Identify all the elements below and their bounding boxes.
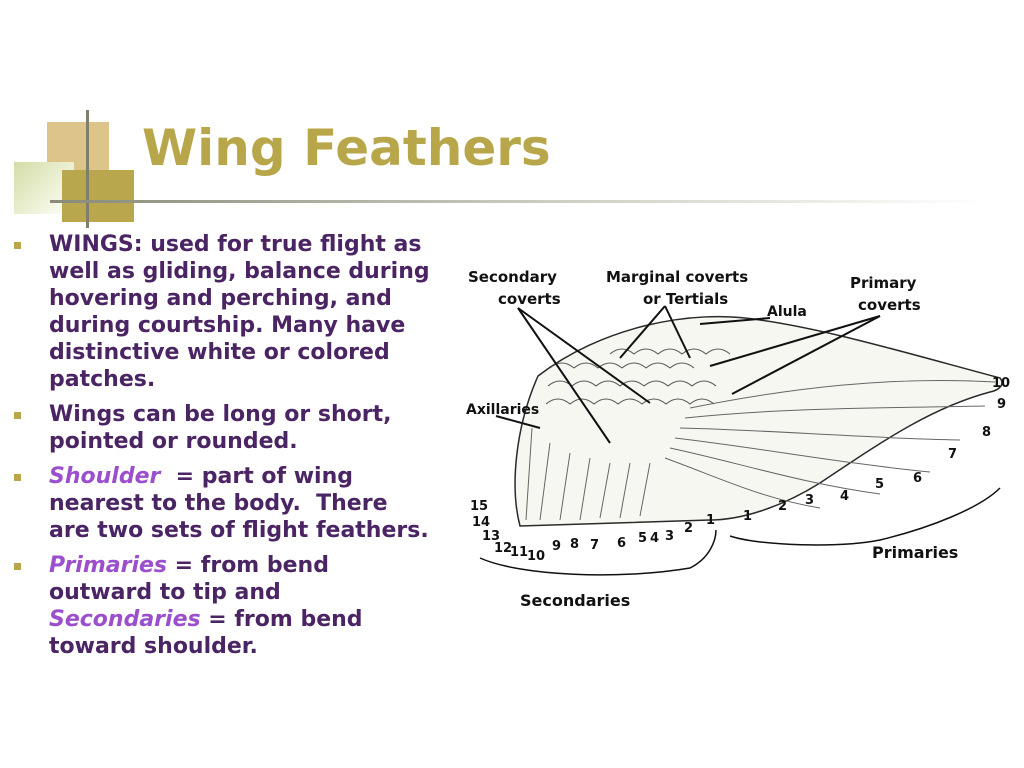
primary-number: 3 xyxy=(805,493,814,508)
secondary-number: 13 xyxy=(482,529,500,544)
primary-number: 1 xyxy=(743,509,752,524)
secondary-number: 7 xyxy=(590,538,599,553)
label-secondaries: Secondaries xyxy=(520,591,630,610)
secondary-number: 1 xyxy=(706,513,715,528)
primary-number: 7 xyxy=(948,447,957,462)
term-shoulder: Shoulder xyxy=(49,464,161,489)
bullet-marker xyxy=(14,474,21,481)
secondary-number: 12 xyxy=(494,541,512,556)
secondary-number: 11 xyxy=(510,545,528,560)
bullet-text: Wings can be long or short, pointed or r… xyxy=(49,402,392,454)
label-marginal-coverts-2: or Tertials xyxy=(643,290,728,308)
label-secondary-coverts-2: coverts xyxy=(498,290,561,308)
bullet-text: WINGS: used for true flight as well as g… xyxy=(49,232,430,392)
bullet-wings: WINGS: used for true flight as well as g… xyxy=(14,231,434,393)
label-alula: Alula xyxy=(767,304,807,320)
label-primary-coverts-1: Primary xyxy=(850,274,917,292)
decor-vertical-line xyxy=(86,110,89,228)
primary-number: 5 xyxy=(875,477,884,492)
wing-diagram: Secondary coverts Marginal coverts or Te… xyxy=(460,258,1024,618)
decor-square-olive xyxy=(62,170,134,222)
primary-number: 2 xyxy=(778,499,787,514)
label-primaries: Primaries xyxy=(872,543,958,562)
primary-number: 8 xyxy=(982,425,991,440)
secondary-number: 10 xyxy=(527,549,545,564)
bullet-marker xyxy=(14,242,21,249)
wing-drawing xyxy=(479,305,1003,576)
primary-number: 6 xyxy=(913,471,922,486)
secondary-number: 8 xyxy=(570,537,579,552)
term-primaries: Primaries xyxy=(49,553,168,578)
label-marginal-coverts-1: Marginal coverts xyxy=(606,268,748,286)
label-primary-coverts-2: coverts xyxy=(858,296,921,314)
secondary-number: 15 xyxy=(470,499,488,514)
bullet-primaries: Primaries = from bend outward to tip and… xyxy=(14,552,434,660)
secondary-number: 3 xyxy=(665,529,674,544)
primary-number: 10 xyxy=(992,376,1010,391)
slide-title: Wing Feathers xyxy=(142,119,551,177)
term-secondaries: Secondaries xyxy=(49,607,201,632)
bullet-wing-shape: Wings can be long or short, pointed or r… xyxy=(14,401,434,455)
label-secondary-coverts-1: Secondary xyxy=(468,268,557,286)
secondary-number: 14 xyxy=(472,515,490,530)
bullet-shoulder: Shoulder = part of wing nearest to the b… xyxy=(14,463,434,544)
bullet-marker xyxy=(14,412,21,419)
title-underline xyxy=(50,200,990,203)
bullet-marker xyxy=(14,563,21,570)
bullet-text-2: = from bend toward shoulder. xyxy=(49,607,363,659)
secondary-number: 9 xyxy=(552,539,561,554)
bullet-text: = part of wing nearest to the body. Ther… xyxy=(49,464,429,543)
secondary-number: 5 xyxy=(638,531,647,546)
secondary-number: 2 xyxy=(684,521,693,536)
label-axillaries: Axillaries xyxy=(466,402,539,418)
secondary-number: 6 xyxy=(617,536,626,551)
primary-number: 9 xyxy=(997,397,1006,412)
bullet-text: = from bend outward to tip and xyxy=(49,553,329,605)
bullet-list: WINGS: used for true flight as well as g… xyxy=(14,231,434,668)
primary-number: 4 xyxy=(840,489,849,504)
secondary-number: 4 xyxy=(650,531,659,546)
